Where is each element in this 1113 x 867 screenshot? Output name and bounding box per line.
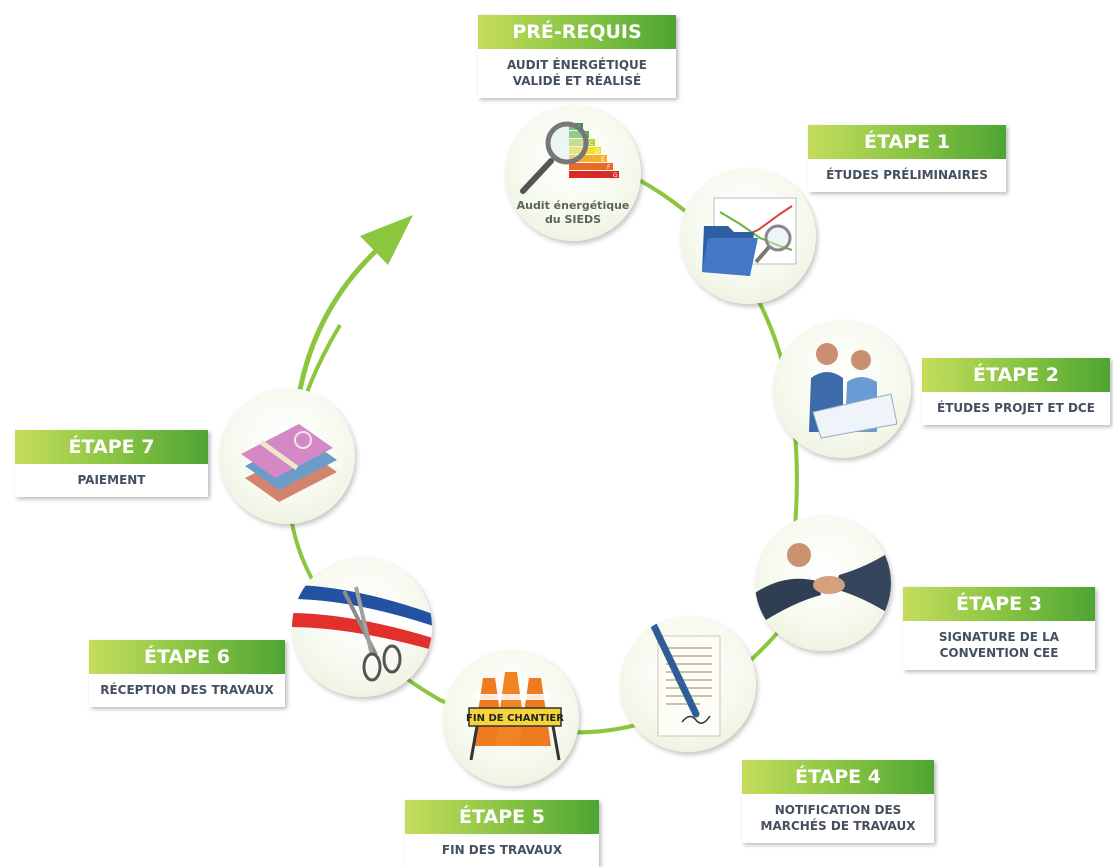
energy-bar-e (569, 155, 607, 162)
traffic-cones-icon: FIN DE CHANTIER (443, 650, 579, 786)
prerequis-description-line: VALIDÉ ET RÉALISÉ (512, 74, 642, 88)
etape-3-description-line: CONVENTION CEE (939, 646, 1059, 660)
etape-1-description-line: ÉTUDES PRÉLIMINAIRES (826, 168, 988, 182)
cycle-arrow-shaft (297, 238, 390, 391)
etape-2-label: ÉTAPE 2 ÉTUDES PROJET ET DCE (922, 358, 1110, 425)
etape-7-description-line: PAIEMENT (77, 473, 146, 487)
etape-7-heading: ÉTAPE 7 (15, 430, 208, 464)
etape-3-description-line: SIGNATURE DE LA (938, 630, 1060, 644)
left-person-head (787, 543, 811, 567)
scissor-blade-2 (354, 586, 374, 656)
banknotes-icon (219, 388, 355, 524)
etape-5-label: ÉTAPE 5 FIN DES TRAVAUX (405, 800, 599, 867)
energy-bar-b (569, 131, 589, 138)
blue-folder-front (702, 238, 758, 276)
audit-bubble-caption-line: du SIEDS (544, 212, 602, 226)
magnifier-handle (520, 158, 554, 194)
energy-class-letter: D (595, 148, 600, 155)
etape-5-description: FIN DES TRAVAUX (405, 834, 599, 867)
prerequis-description-line: AUDIT ÉNERGÉTIQUE (507, 58, 647, 72)
barrier-leg-left (469, 725, 479, 761)
magnifier-lens (545, 121, 589, 165)
scissor-handle-2 (382, 644, 402, 674)
folder-chart-icon (680, 168, 816, 304)
banknote-band (259, 439, 299, 471)
prerequis-label: PRÉ-REQUIS AUDIT ÉNERGÉTIQUE VALIDÉ ET R… (478, 15, 676, 98)
etape-3-label: ÉTAPE 3 SIGNATURE DE LA CONVENTION CEE (903, 587, 1095, 670)
cycle-arrow-head (360, 215, 413, 265)
energy-class-letter: F (607, 164, 611, 171)
etape-6-heading: ÉTAPE 6 (89, 640, 285, 674)
etape-3-heading: ÉTAPE 3 (903, 587, 1095, 621)
energy-audit-icon: A B C D E F G Audit énergétique du SIEDS (505, 105, 641, 241)
ribbon-red (292, 613, 432, 650)
etape-5-heading: ÉTAPE 5 (405, 800, 599, 834)
energy-bar-g (569, 171, 619, 178)
audit-bubble-caption-line: Audit énergétique (516, 198, 630, 212)
energy-bar-c (569, 139, 595, 146)
man-2-head (851, 350, 871, 370)
signature-scribble (681, 715, 711, 724)
energy-class-letter: C (589, 140, 593, 147)
chart-magnifier-lens (764, 224, 792, 252)
etape-4-description: NOTIFICATION DES MARCHÉS DE TRAVAUX (742, 794, 934, 843)
left-arm (755, 578, 821, 627)
energy-class-letter: G (613, 172, 618, 179)
barrier-leg-right (551, 725, 561, 761)
handshake-icon (755, 515, 891, 651)
etape-1-heading: ÉTAPE 1 (808, 125, 1006, 159)
etape-6-description: RÉCEPTION DES TRAVAUX (89, 674, 285, 707)
energy-bar-f (569, 163, 613, 170)
cone-stripe (476, 694, 550, 700)
audit-bubble-caption: Audit énergétique du SIEDS (505, 199, 641, 227)
etape-6-label: ÉTAPE 6 RÉCEPTION DES TRAVAUX (89, 640, 285, 707)
etape-4-description-line: MARCHÉS DE TRAVAUX (760, 819, 916, 833)
cycle-arc (286, 173, 799, 735)
etape-6-description-line: RÉCEPTION DES TRAVAUX (100, 683, 274, 697)
barrier-sign (468, 707, 562, 727)
ribbon-scissors-icon (292, 557, 432, 697)
etape-3-description: SIGNATURE DE LA CONVENTION CEE (903, 621, 1095, 670)
etape-4-description-line: NOTIFICATION DES (774, 803, 902, 817)
barrier-sign-text: FIN DE CHANTIER (466, 713, 564, 724)
prerequis-heading: PRÉ-REQUIS (478, 15, 676, 49)
blueprint-sheet (812, 393, 898, 439)
document-text-lines (666, 647, 712, 705)
etape-2-heading: ÉTAPE 2 (922, 358, 1110, 392)
etape-1-description: ÉTUDES PRÉLIMINAIRES (808, 159, 1006, 192)
etape-7-label: ÉTAPE 7 PAIEMENT (15, 430, 208, 497)
etape-5-description-line: FIN DES TRAVAUX (441, 843, 563, 857)
chart-magnifier-handle (754, 245, 771, 264)
shaking-hands (813, 576, 845, 594)
etape-7-description: PAIEMENT (15, 464, 208, 497)
prerequis-description: AUDIT ÉNERGÉTIQUE VALIDÉ ET RÉALISÉ (478, 49, 676, 98)
etape-2-description-line: ÉTUDES PROJET ET DCE (937, 401, 1095, 415)
scissor-handle-1 (362, 652, 382, 682)
right-arm (835, 551, 891, 615)
businessmen-plans-icon (773, 320, 911, 458)
etape-1-label: ÉTAPE 1 ÉTUDES PRÉLIMINAIRES (808, 125, 1006, 192)
energy-class-letter: E (601, 156, 605, 163)
man-1-head (816, 343, 838, 365)
fountain-pen (650, 622, 700, 718)
etape-4-label: ÉTAPE 4 NOTIFICATION DES MARCHÉS DE TRAV… (742, 760, 934, 843)
etape-2-description: ÉTUDES PROJET ET DCE (922, 392, 1110, 425)
etape-4-heading: ÉTAPE 4 (742, 760, 934, 794)
euro-symbol-badge (294, 431, 312, 449)
signed-document-icon (620, 616, 756, 752)
